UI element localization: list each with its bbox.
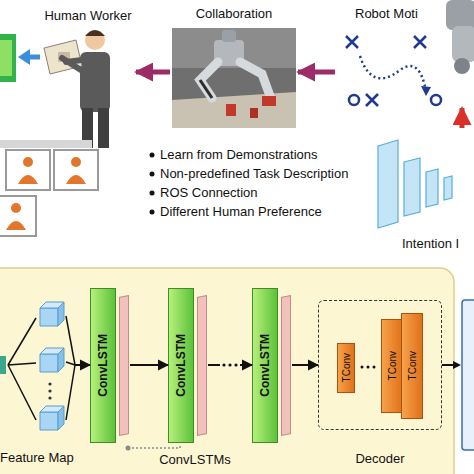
worker-panel: Human Worker [40,0,136,148]
panel-heading: Human Worker [40,8,136,23]
bullet-item: Different Human Preference [160,204,322,219]
flow-arrow [130,364,168,366]
bullet-item: ROS Connection [160,185,258,200]
collaboration-photo [172,28,296,128]
layer-name: TConv [407,351,418,380]
convlstm-block: ConvLSTM [90,288,130,443]
robot-motion-panel: Robot Moti [335,0,474,108]
decoder-box: TConvTConvTConvDecoder [318,300,442,430]
motion-symbols [346,36,441,106]
layer-name: ConvLSTM [174,334,188,397]
convlstm-cell: ConvLSTM [90,288,116,443]
panel-heading: Decoder [319,451,441,466]
convlstm-cell: ConvLSTM [168,288,194,443]
flow-arrow [460,108,465,128]
flow-arrow [136,70,170,75]
panel-heading: Robot Moti [355,6,474,21]
layer-name: TConv [341,353,352,382]
layer-name: ConvLSTM [258,334,272,397]
flow-arrow [292,364,318,366]
flow-arrow [298,70,335,75]
hidden-state-slab [197,295,207,436]
hidden-state-slab [281,295,291,436]
feature-cubes [0,302,75,430]
collaboration-panel: Collaboration [170,0,298,130]
display-screen [0,40,12,76]
worker-figure [44,30,110,148]
flow-arrow [75,364,90,366]
layer-name: ConvLSTM [96,334,110,397]
group-label: ConvLSTMs [140,452,250,467]
bullet-dots [150,153,155,215]
convlstm-block: ConvLSTM [252,288,292,443]
convlstm-cell: ConvLSTM [252,288,278,443]
feedback-line [126,444,181,451]
tconv-layer: TConv [401,313,423,419]
tconv-layer: TConv [337,343,355,393]
flow-arrow [208,364,252,366]
output-arrowhead [18,49,30,65]
model-panel [0,268,454,474]
output-arrow [442,361,461,369]
robot-arm [446,0,474,74]
bullet-item: Non-predefined Task Description [160,166,348,181]
demonstration-icons [0,140,98,236]
tconv-layer: TConv [381,319,403,413]
hidden-state-slab [119,295,129,436]
bullet-item: Learn from Demonstrations [160,147,318,162]
output-box [462,300,474,450]
layer-name: TConv [387,351,398,380]
panel-heading: Collaboration [170,6,298,21]
feature-map-group: Feature Map [0,290,75,440]
intention-panel: Intention I [372,128,474,252]
panel-heading: Intention I [402,236,474,251]
panel-heading: Feature Map [0,450,95,465]
display-box [0,34,16,82]
intention-network [378,140,452,228]
convlstm-block: ConvLSTM [168,288,208,443]
